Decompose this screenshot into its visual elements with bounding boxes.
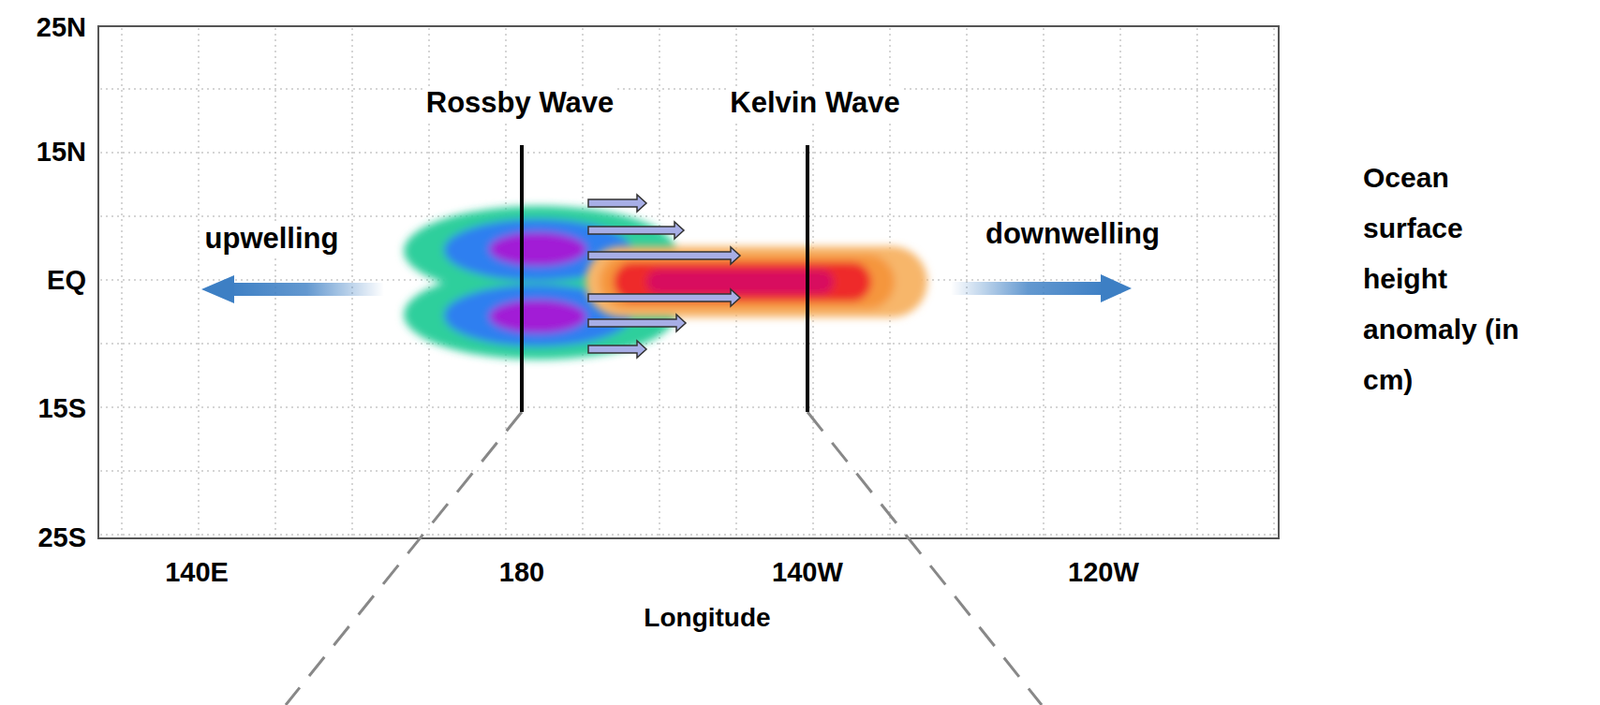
propagation-arrow	[201, 275, 385, 304]
grid-lines	[100, 28, 1277, 537]
axis-title: Longitude	[640, 603, 773, 634]
grid-line	[120, 28, 123, 537]
process-label: upwelling	[202, 222, 342, 256]
wind-arrow	[588, 194, 647, 212]
wind-arrow	[588, 222, 684, 239]
legend-title: Ocean surface height anomaly (in cm)	[1360, 152, 1530, 406]
drawing-part	[229, 282, 385, 297]
grid-line	[100, 533, 1277, 536]
grid-line	[100, 406, 1277, 409]
drawing-part	[950, 281, 1106, 296]
grid-line	[197, 28, 200, 537]
wave-label: Rossby Wave	[423, 86, 617, 120]
drawing-part	[1100, 274, 1132, 303]
wind-arrow	[588, 340, 647, 358]
rossby-marker-line	[519, 145, 524, 413]
axis-label: 15N	[33, 136, 89, 168]
process-label: downwelling	[982, 217, 1163, 252]
drawing-part	[488, 232, 587, 267]
drawing-part	[585, 246, 928, 318]
zoom-line	[285, 412, 522, 705]
grid-line	[274, 28, 277, 537]
axis-label: 120W	[1065, 557, 1142, 589]
axis-label: 15S	[34, 393, 89, 425]
grid-line	[1196, 28, 1199, 537]
grid-line	[100, 342, 1277, 345]
grid-line	[100, 470, 1277, 473]
axis-label: 25S	[34, 522, 89, 554]
drawing-part	[488, 299, 587, 334]
wind-arrow	[588, 314, 686, 332]
drawing-part	[201, 275, 235, 304]
propagation-arrow	[950, 274, 1132, 303]
axis-label: EQ	[44, 265, 89, 297]
grid-line	[1273, 28, 1275, 537]
kelvin-marker-line	[805, 145, 810, 413]
grid-line	[100, 88, 1277, 90]
axis-label: 25N	[33, 12, 89, 44]
axis-label: 140W	[769, 557, 846, 589]
plot-frame	[98, 26, 1279, 539]
axis-label: 140E	[162, 557, 232, 589]
axis-label: 180	[496, 557, 548, 589]
wind-arrows	[588, 194, 741, 358]
kelvin-anomaly	[585, 246, 928, 318]
wind-arrow	[588, 247, 741, 265]
wind-arrow	[588, 289, 741, 307]
wave-label: Kelvin Wave	[726, 86, 903, 120]
grid-line	[351, 28, 354, 537]
grid-line	[1119, 28, 1122, 537]
grid-line	[100, 151, 1277, 154]
